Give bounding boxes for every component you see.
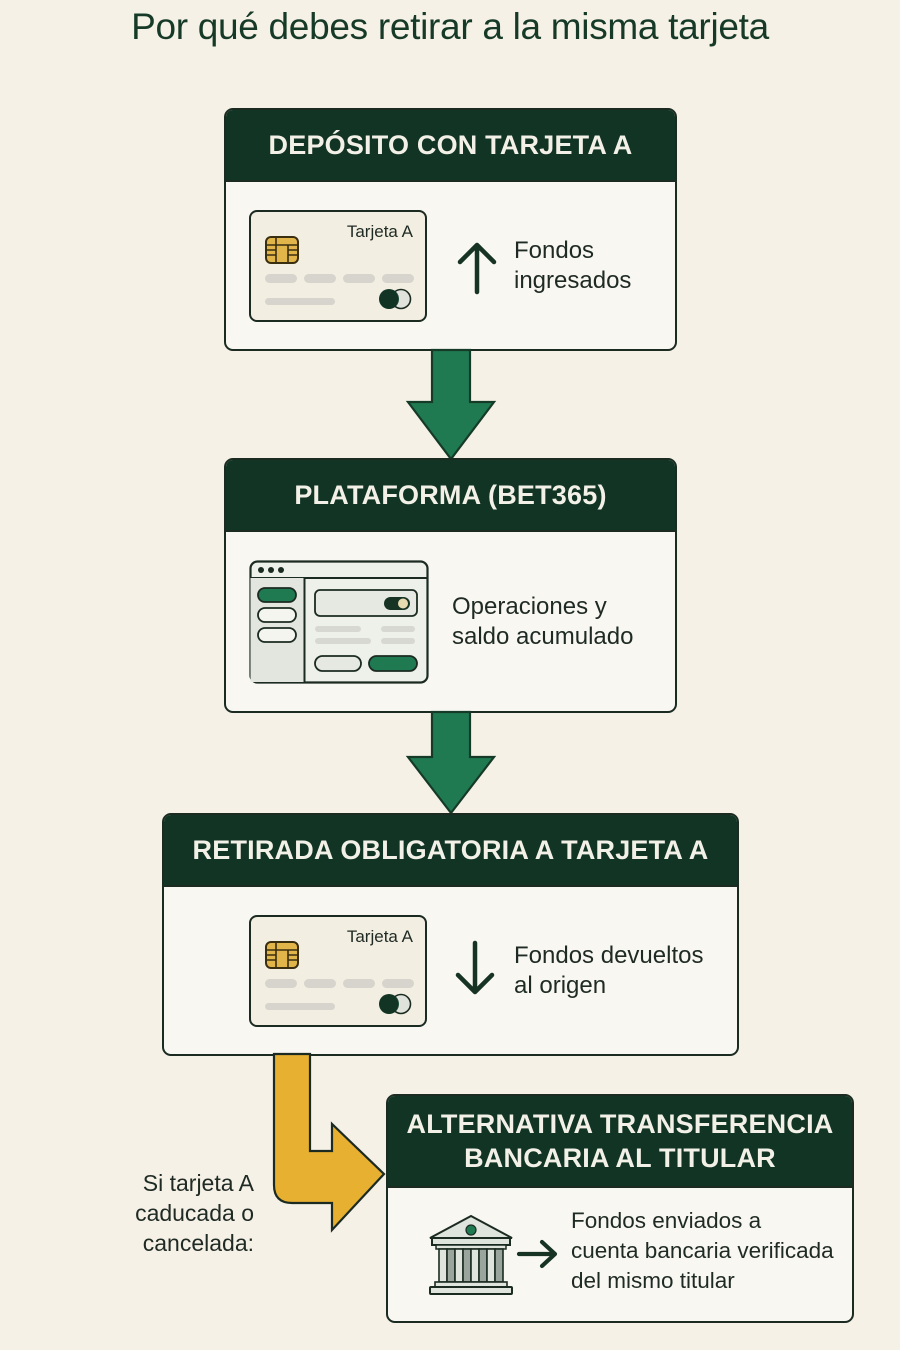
card-a: Tarjeta A	[249, 915, 427, 1027]
platform-window-icon	[249, 560, 429, 684]
card-label: Tarjeta A	[346, 222, 413, 241]
card-network-logo-icon	[379, 993, 412, 1015]
step-withdrawal-title: RETIRADA OBLIGATORIA A TARJETA A	[192, 834, 709, 865]
alternative-arrow-icon	[272, 1052, 386, 1233]
card-network-logo-icon	[379, 288, 412, 310]
step-bank-transfer-description: Fondos enviados a cuenta bancaria verifi…	[571, 1208, 834, 1293]
card-chip-icon	[265, 941, 299, 969]
step-deposit-box: DEPÓSITO CON TARJETA A Tarjeta A Fondos	[224, 108, 677, 351]
step-bank-transfer-title-line1: ALTERNATIVA TRANSFERENCIA	[406, 1109, 834, 1139]
arrow-right-icon	[516, 1239, 558, 1269]
step-bank-transfer-box: ALTERNATIVA TRANSFERENCIA BANCARIA AL TI…	[386, 1094, 854, 1323]
arrow-up-icon	[457, 242, 497, 295]
step-platform-title: PLATAFORMA (BET365)	[294, 479, 607, 510]
step-bank-transfer-title-line2: BANCARIA AL TITULAR	[464, 1143, 776, 1173]
condition-label: Si tarjeta A caducada o cancelada:	[135, 1170, 254, 1256]
step-withdrawal-description: Fondos devueltos al origen	[514, 942, 704, 999]
step-platform-box: PLATAFORMA (BET365) Operaciones y	[224, 458, 677, 713]
step-platform-header: PLATAFORMA (BET365)	[226, 460, 675, 532]
step-deposit-description: Fondos ingresados	[514, 237, 632, 294]
arrow-down-icon	[455, 940, 495, 995]
card-a: Tarjeta A	[249, 210, 427, 322]
step-deposit-title: DEPÓSITO CON TARJETA A	[268, 129, 633, 160]
flow-arrow-down-icon	[405, 348, 497, 461]
card-chip-icon	[265, 236, 299, 264]
bank-icon	[429, 1214, 513, 1295]
card-label: Tarjeta A	[346, 927, 413, 946]
step-deposit-header: DEPÓSITO CON TARJETA A	[226, 110, 675, 182]
page-title: Por qué debes retirar a la misma tarjeta	[131, 6, 769, 47]
step-withdrawal-header: RETIRADA OBLIGATORIA A TARJETA A	[164, 815, 737, 887]
step-withdrawal-box: RETIRADA OBLIGATORIA A TARJETA A Tarjeta…	[162, 813, 739, 1056]
step-bank-transfer-header: ALTERNATIVA TRANSFERENCIA BANCARIA AL TI…	[388, 1096, 852, 1188]
step-platform-description: Operaciones y saldo acumulado	[452, 593, 634, 650]
flow-arrow-down-icon	[405, 710, 497, 815]
